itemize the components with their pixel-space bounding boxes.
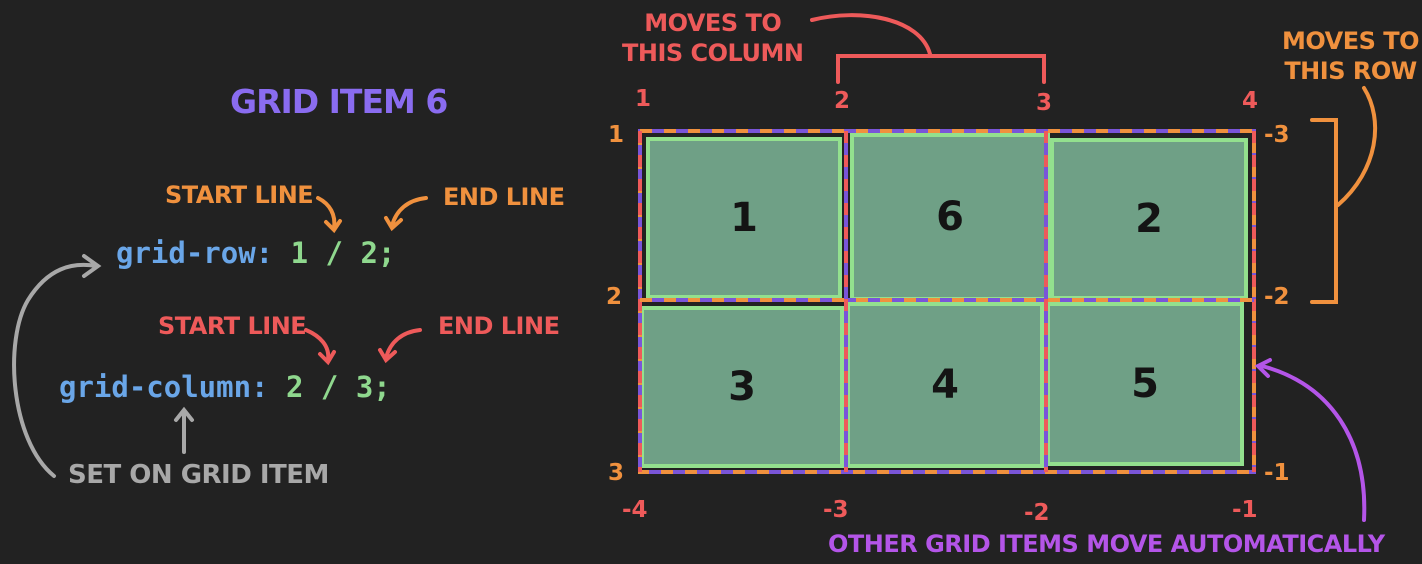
row-line-left-3: 3 bbox=[608, 460, 625, 486]
row-start-line-label: START LINE bbox=[165, 181, 314, 209]
row-bracket bbox=[1310, 86, 1378, 304]
col-line-bottom-minus1: -1 bbox=[1232, 497, 1258, 523]
row-line-right-minus2: -2 bbox=[1264, 284, 1290, 310]
grid-row-code: grid-row: 1 / 2; bbox=[116, 236, 395, 270]
column-end-line-label: END LINE bbox=[438, 312, 560, 340]
moves-to-row-line1: MOVES TO bbox=[1282, 27, 1420, 55]
set-on-curve-arrow bbox=[12, 254, 102, 478]
grid-row-value: 1 / 2; bbox=[290, 236, 396, 270]
row-end-arrow bbox=[384, 196, 428, 232]
grid-column-value: 2 / 3; bbox=[285, 370, 391, 404]
other-items-label: OTHER GRID ITEMS MOVE AUTOMATICALLY bbox=[828, 530, 1385, 558]
grid-column-property: grid-column: bbox=[59, 370, 269, 404]
col-line-top-4: 4 bbox=[1242, 88, 1259, 114]
row-line-left-1: 1 bbox=[608, 122, 625, 148]
col-line-top-1: 1 bbox=[635, 86, 652, 112]
diagram-title: GRID ITEM 6 bbox=[230, 82, 448, 121]
col-line-top-2: 2 bbox=[834, 88, 851, 114]
grid-cell-5: 5 bbox=[1046, 302, 1244, 466]
other-items-arrow bbox=[1254, 358, 1367, 522]
col-line-bottom-minus2: -2 bbox=[1024, 500, 1050, 526]
col-line-bottom-minus4: -4 bbox=[622, 497, 648, 523]
moves-to-column-label: MOVES TO THIS COLUMN bbox=[622, 8, 804, 68]
moves-to-column-line1: MOVES TO bbox=[644, 9, 782, 37]
moves-to-row-label: MOVES TO THIS ROW bbox=[1282, 26, 1420, 86]
row-end-line-label: END LINE bbox=[443, 183, 565, 211]
grid-column-code: grid-column: 2 / 3; bbox=[59, 370, 391, 404]
column-start-line-label: START LINE bbox=[158, 312, 307, 340]
set-on-up-arrow bbox=[174, 406, 194, 454]
grid-cell-1: 1 bbox=[646, 137, 842, 299]
row-start-arrow bbox=[316, 196, 342, 234]
grid-cell-2: 2 bbox=[1050, 138, 1248, 300]
grid-row-property: grid-row: bbox=[116, 236, 274, 270]
col-line-bottom-minus3: -3 bbox=[823, 497, 849, 523]
grid-outline bbox=[638, 129, 1256, 474]
moves-to-column-line2: THIS COLUMN bbox=[622, 39, 804, 67]
set-on-grid-item-label: SET ON GRID ITEM bbox=[68, 460, 329, 490]
moves-to-row-line2: THIS ROW bbox=[1284, 57, 1417, 85]
col-line-top-3: 3 bbox=[1036, 90, 1053, 116]
column-bracket bbox=[810, 13, 1046, 84]
row-line-right-minus3: -3 bbox=[1264, 122, 1290, 148]
row-line-left-2: 2 bbox=[606, 284, 623, 310]
grid-cell-4: 4 bbox=[846, 302, 1044, 468]
column-end-arrow bbox=[378, 328, 422, 364]
row-line-right-minus1: -1 bbox=[1264, 460, 1290, 486]
column-start-arrow bbox=[304, 328, 336, 366]
